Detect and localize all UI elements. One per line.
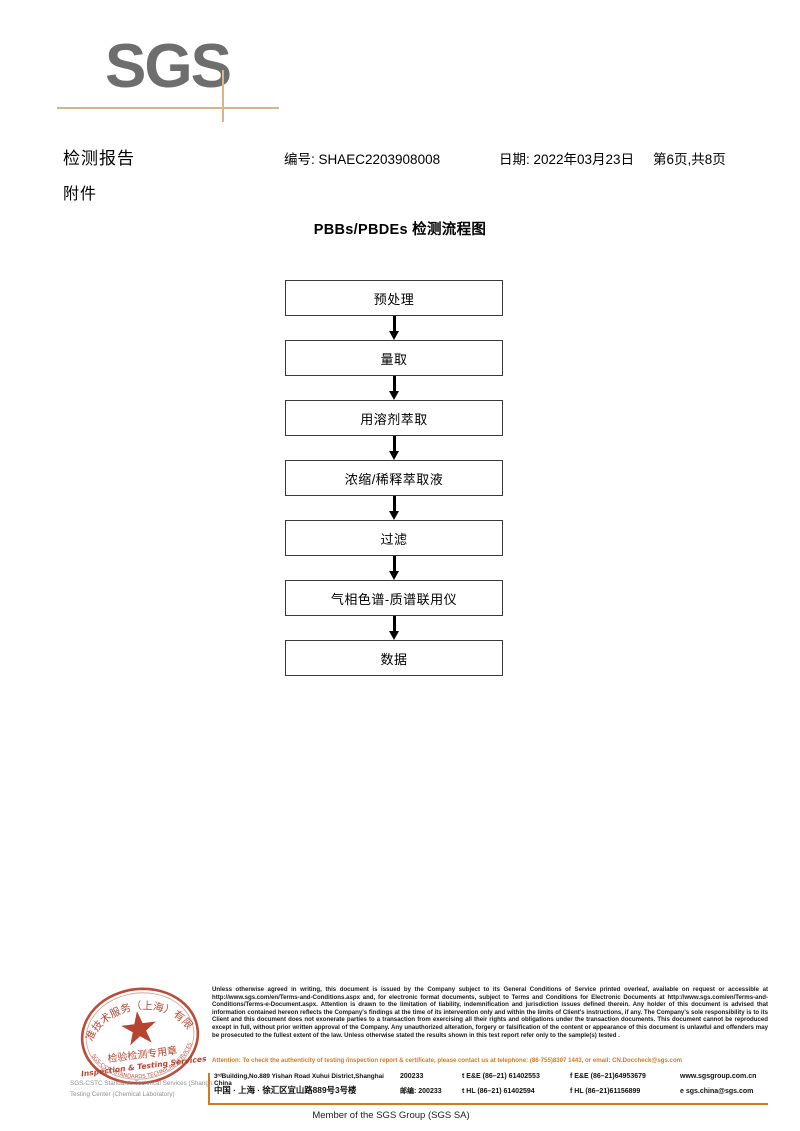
logo-vertical-rule <box>222 70 224 122</box>
logo-horizontal-rule <box>57 107 279 109</box>
address-website: www.sgsgroup.com.cn <box>680 1073 757 1080</box>
company-seal-stamp: 质标准技术服务（上海）有限公司 SGS-CSTC STANDARDS TECHN… <box>68 978 213 1100</box>
flow-arrow-1 <box>285 316 503 340</box>
address-row-en: 3ʳᵈBuilding,No.889 Yishan Road Xuhui Dis… <box>214 1073 770 1087</box>
address-cn-fax: f HL (86–21)61156899 <box>570 1088 641 1095</box>
footer-vertical-divider <box>208 1073 210 1105</box>
attachment-label: 附件 <box>63 186 98 203</box>
flowchart-title: PBBs/PBDEs 检测流程图 <box>313 222 487 238</box>
address-en-street: 3ʳᵈBuilding,No.889 Yishan Road Xuhui Dis… <box>214 1073 384 1087</box>
flow-step-2: 量取 <box>285 340 503 376</box>
address-en-fax: f E&E (86–21)64953679 <box>570 1073 646 1080</box>
address-cn-zip: 邮编: 200233 <box>400 1088 442 1095</box>
flow-step-4: 浓缩/稀释萃取液 <box>285 460 503 496</box>
svg-text:SGS-CSTC Standards Technical S: SGS-CSTC Standards Technical Services (S… <box>70 1080 213 1087</box>
report-number: 编号: SHAEC2203908008 <box>284 152 441 167</box>
footer-attention-text: Attention: To check the authenticity of … <box>212 1057 683 1064</box>
flow-step-6: 气相色谱-质谱联用仪 <box>285 580 503 616</box>
address-en-tel: t E&E (86–21) 61402553 <box>462 1073 540 1080</box>
svg-text:Testing Center (Chemical Labor: Testing Center (Chemical Laboratory) <box>70 1091 175 1098</box>
footer-legal-text: Unless otherwise agreed in writing, this… <box>212 986 768 1039</box>
flow-arrow-4 <box>285 496 503 520</box>
flow-step-5: 过滤 <box>285 520 503 556</box>
report-date: 日期: 2022年03月23日 <box>499 152 635 167</box>
flowchart: 预处理 量取 用溶剂萃取 浓缩/稀释萃取液 过滤 气相色谱-质谱联用仪 数据 <box>285 280 503 676</box>
address-en-zip: 200233 <box>400 1073 424 1080</box>
footer-horizontal-divider <box>208 1103 768 1105</box>
flow-step-3: 用溶剂萃取 <box>285 400 503 436</box>
address-email: e sgs.china@sgs.com <box>680 1088 754 1095</box>
page-indicator: 第6页,共8页 <box>653 152 726 167</box>
flow-arrow-5 <box>285 556 503 580</box>
flow-arrow-2 <box>285 376 503 400</box>
seal-icon: 质标准技术服务（上海）有限公司 SGS-CSTC STANDARDS TECHN… <box>68 978 213 1098</box>
sgs-logo: SGS <box>57 32 305 122</box>
address-cn-street: 中国 · 上海 · 徐汇区宜山路889号3号楼 <box>214 1085 357 1095</box>
flow-step-7: 数据 <box>285 640 503 676</box>
footer-address-block: 3ʳᵈBuilding,No.889 Yishan Road Xuhui Dis… <box>214 1073 770 1101</box>
page-title: 检测报告 <box>63 149 135 168</box>
address-row-cn: 中国 · 上海 · 徐汇区宜山路889号3号楼 邮编: 200233 t HL … <box>214 1085 770 1101</box>
address-cn-tel: t HL (86–21) 61402594 <box>462 1088 535 1095</box>
sgs-logo-text: SGS <box>105 32 232 101</box>
member-line: Member of the SGS Group (SGS SA) <box>312 1110 470 1121</box>
flow-step-1: 预处理 <box>285 280 503 316</box>
flow-arrow-6 <box>285 616 503 640</box>
flow-arrow-3 <box>285 436 503 460</box>
